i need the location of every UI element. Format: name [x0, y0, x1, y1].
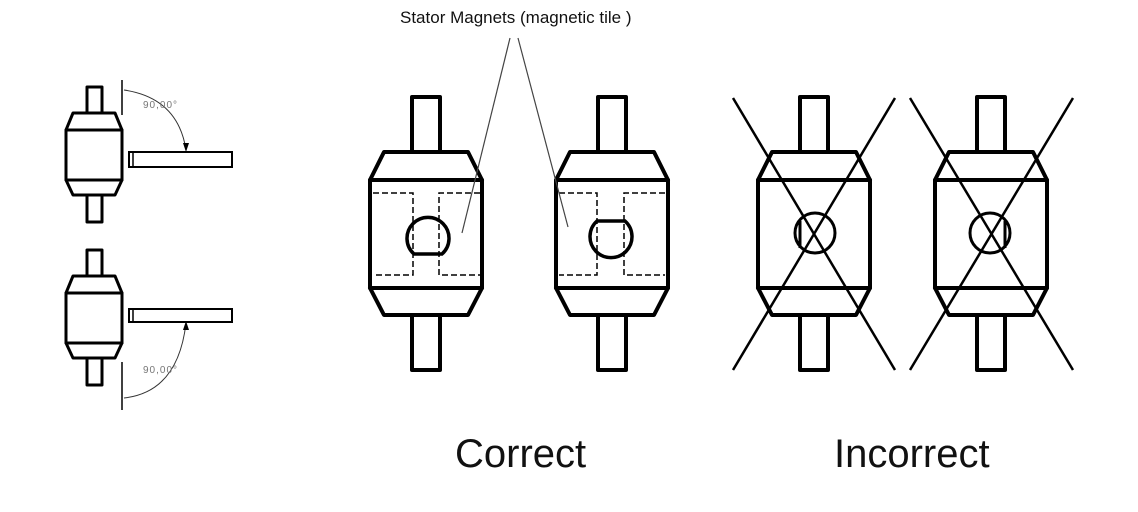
- stator-magnets-annotation: Stator Magnets (magnetic tile ): [400, 8, 632, 27]
- leader-line-1: [461, 37, 511, 234]
- orientation-view-top: [64, 80, 233, 224]
- angle-label-bottom: 90,00°: [143, 365, 179, 376]
- incorrect-label: Incorrect: [834, 432, 990, 476]
- correct-rotor-1: [368, 95, 484, 372]
- incorrect-rotor-1: [731, 95, 897, 372]
- correct-label: Correct: [455, 432, 587, 476]
- correct-rotor-2: [554, 95, 670, 372]
- leader-line-2: [517, 37, 569, 228]
- orientation-view-bottom: [64, 248, 233, 410]
- angle-label-top: 90,00°: [143, 100, 179, 111]
- incorrect-rotor-2: [908, 95, 1075, 372]
